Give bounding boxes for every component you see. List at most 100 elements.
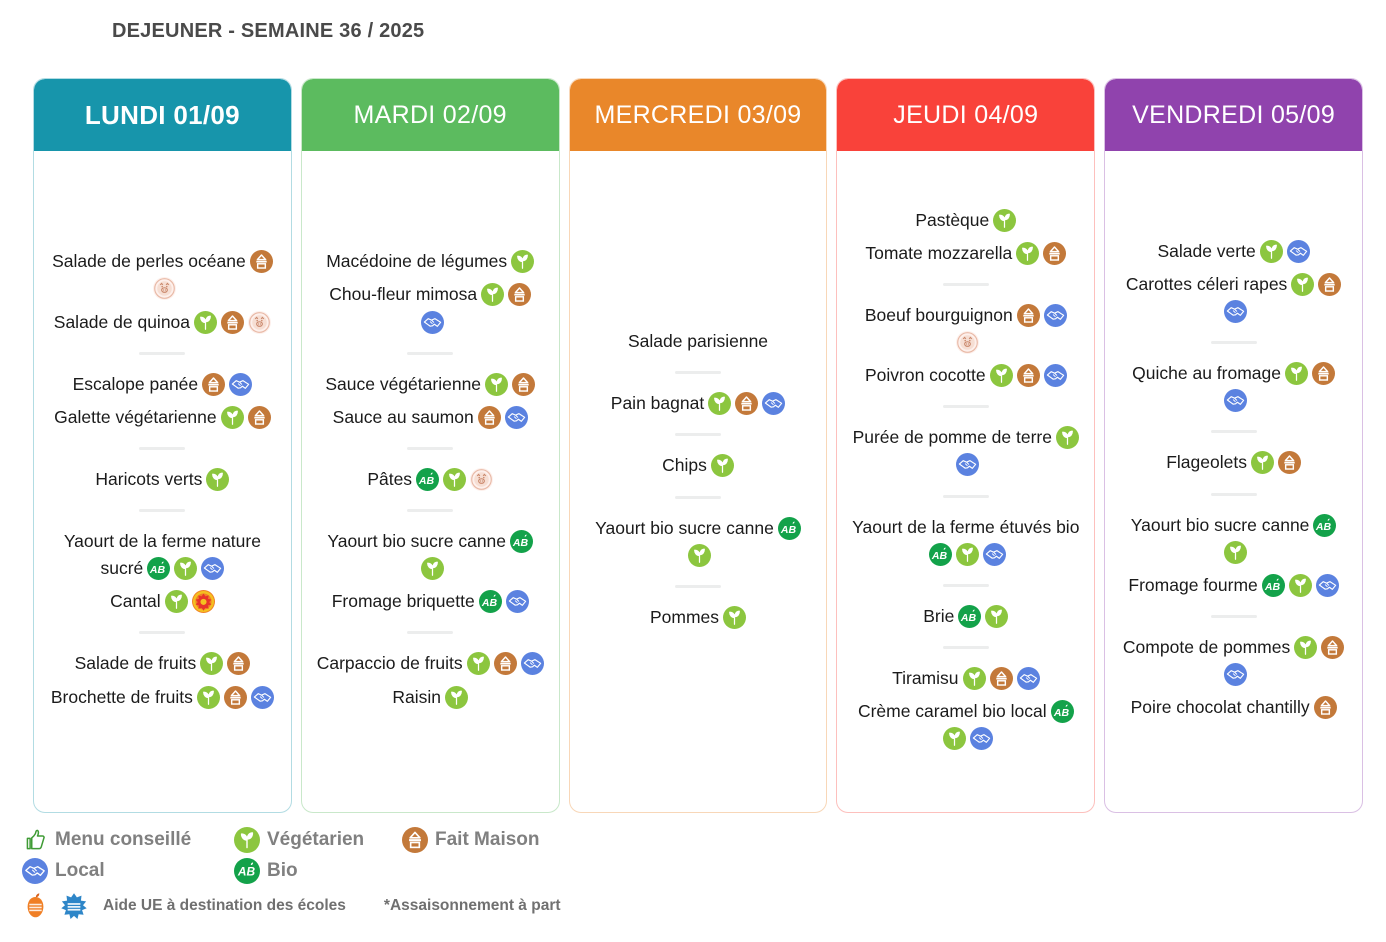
local-handshake-icon [520,652,544,676]
dish-item[interactable]: Boeuf bourguignon [843,299,1088,359]
dish-item[interactable]: Poivron cocotte [843,359,1088,392]
dish-item[interactable]: Cantal [40,585,285,618]
vegetarian-icon [443,467,467,491]
bio-ab-icon: AB [234,857,260,884]
dish-item[interactable]: Poire chocolat chantilly [1111,691,1356,724]
dish-name: Sauce au saumon [332,406,474,427]
dish-item[interactable]: Carpaccio de fruits [308,647,553,680]
dish-item[interactable]: Sauce au saumon [308,401,553,434]
vegetarian-icon [1016,241,1040,265]
svg-text:AB: AB [237,864,256,878]
course-separator [674,433,721,437]
vegetarian-icon [194,310,218,334]
dish-item[interactable]: Salade verte [1111,235,1356,268]
svg-text:AB: AB [149,564,166,576]
dish-item[interactable]: Tomate mozzarella [843,237,1088,270]
fait-maison-icon [512,372,536,396]
eu-milk-logo-icon [61,893,87,920]
dish-name: Pommes [649,606,720,627]
bio-ab-icon: AB [147,557,171,581]
dish-item[interactable]: Escalope panée [40,368,285,401]
vegetarian-icon [993,208,1017,232]
course-group: Salade parisienne [576,325,821,358]
course-separator [139,351,186,355]
dish-item[interactable]: Pommes [576,601,821,634]
course-separator [674,371,721,375]
dish-item[interactable]: Quiche au fromage [1111,357,1356,417]
bio-ab-icon: AB [1313,513,1337,537]
dish-item[interactable]: Flageolets [1111,446,1356,479]
dish-name: Fromage fourme [1128,574,1258,595]
day-label: LUNDI 01/09 [84,99,240,130]
local-handshake-icon [229,372,253,396]
legend-item-local: Local [22,857,234,884]
dish-item[interactable]: Chou-fleur mimosa [308,278,553,338]
dish-item[interactable]: Chips [576,449,821,482]
vegetarian-icon [1056,426,1079,450]
dish-item[interactable]: Purée de pomme de terre [843,421,1088,481]
dish-item[interactable]: Salade de perles océane [40,245,285,305]
dish-name: Yaourt de la ferme étuvés bio [852,516,1080,537]
dish-name: Salade de perles océane [52,251,246,272]
dish-item[interactable]: Pain bagnat [576,387,821,420]
dish-name: Yaourt bio sucre canne [1130,514,1310,535]
dish-name: Chou-fleur mimosa [329,284,478,305]
dish-name: Salade parisienne [627,331,769,352]
dish-item[interactable]: Sauce végétarienne [308,368,553,401]
dish-item[interactable]: Tiramisu [843,662,1088,695]
dish-name: Chips [662,455,707,476]
vegetarian-icon [466,652,490,676]
legend-item-bio: AB Bio [234,857,298,884]
local-handshake-icon [1286,239,1310,263]
vegetarian-icon [174,557,198,581]
vegetarian-icon [481,283,505,307]
legend-label: Bio [267,859,298,881]
dish-item[interactable]: Raisin [308,681,553,714]
dish-item[interactable]: Salade parisienne [576,325,821,358]
dish-item[interactable]: Carottes céleri rapes [1111,268,1356,328]
dish-item[interactable]: Haricots verts [40,463,285,496]
local-handshake-icon [1224,389,1248,413]
dish-item[interactable]: Brochette de fruits [40,681,285,714]
dish-item[interactable]: Salade de quinoa [40,306,285,339]
day-label: MARDI 02/09 [353,100,507,129]
dish-item[interactable]: Macédoine de légumes [308,245,553,278]
fait-maison-icon [1313,696,1337,720]
pork-icon [248,310,272,334]
fait-maison-icon [1321,635,1345,659]
dish-item[interactable]: Galette végétarienne [40,401,285,434]
dish-item[interactable]: Compote de pommes [1111,631,1356,691]
dish-name: Purée de pomme de terre [852,427,1052,448]
fait-maison-icon [1043,241,1067,265]
course-separator [942,405,989,409]
dish-item[interactable]: Pastèque [843,204,1088,237]
pork-icon [956,331,980,355]
svg-text:AB: AB [512,537,529,549]
dish-item[interactable]: Salade de fruits [40,647,285,680]
vegetarian-icon [234,826,260,853]
course-separator [407,446,454,450]
